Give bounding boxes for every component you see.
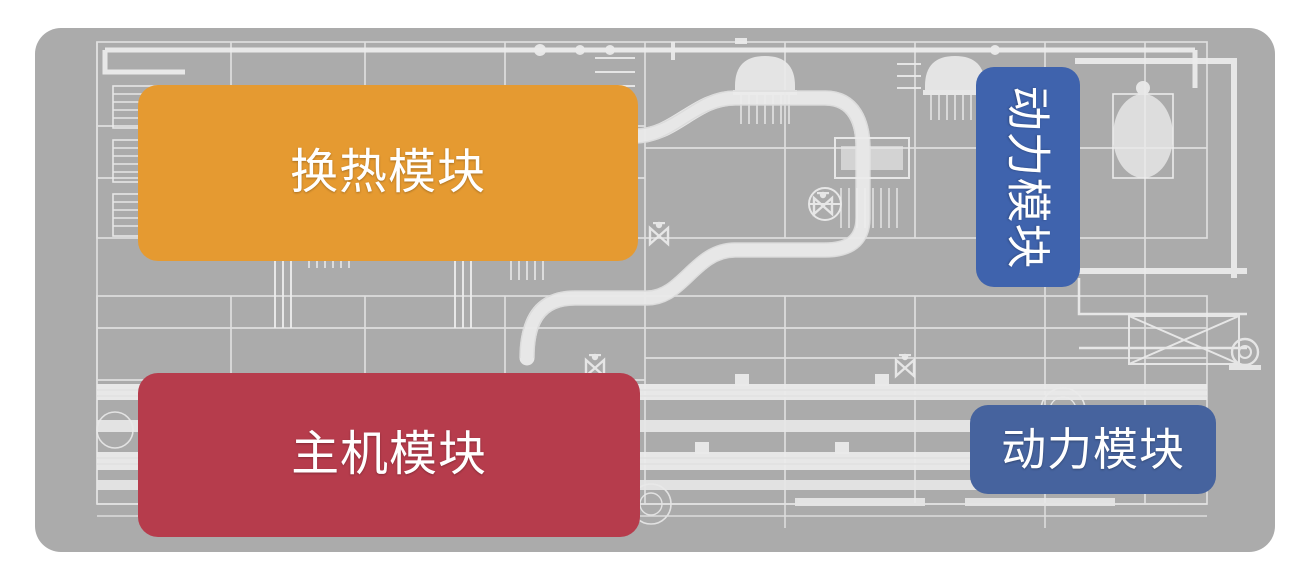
module-box-power-vertical[interactable]: 动力模块 — [976, 67, 1080, 287]
module-label-power-vertical: 动力模块 — [1002, 85, 1054, 269]
module-box-power-horizontal[interactable]: 动力模块 — [970, 405, 1216, 494]
schematic-panel: 换热模块 主机模块 动力模块 动力模块 — [35, 28, 1275, 552]
module-box-heat-exchange[interactable]: 换热模块 — [138, 85, 638, 261]
module-label-power-horizontal: 动力模块 — [1001, 424, 1185, 475]
module-label-main-engine: 主机模块 — [291, 428, 487, 481]
module-box-main-engine[interactable]: 主机模块 — [138, 373, 640, 537]
module-label-heat-exchange: 换热模块 — [290, 146, 486, 199]
